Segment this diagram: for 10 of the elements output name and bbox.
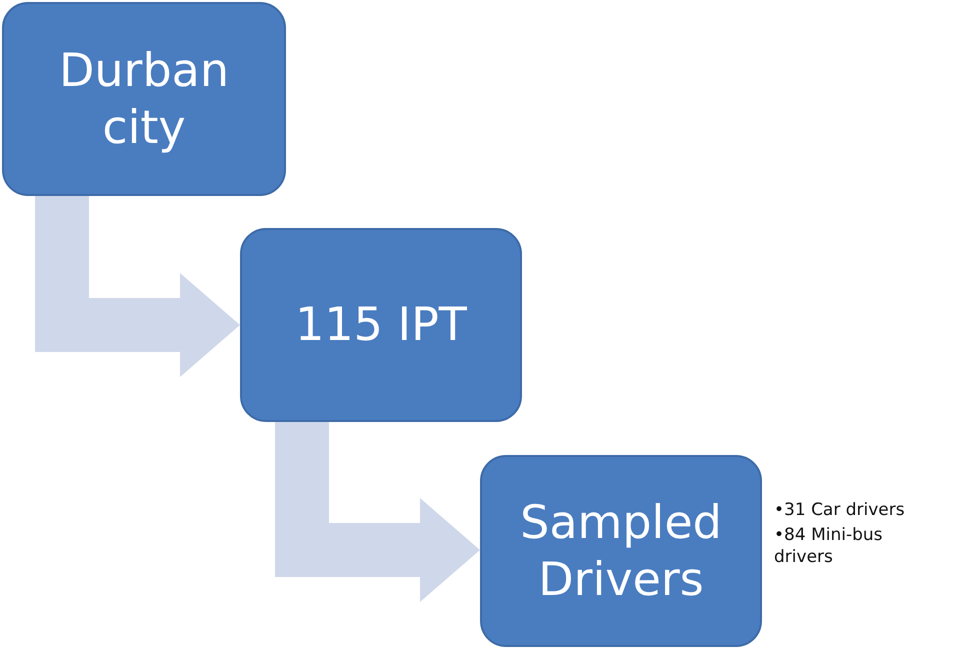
box-label: Durban city <box>58 42 230 156</box>
bullet-note: •31 Car drivers <box>774 500 906 522</box>
process-box <box>240 228 522 422</box>
box-label: 115 IPT <box>295 296 467 354</box>
process-box <box>2 2 286 196</box>
process-box <box>480 455 762 647</box>
bent-arrow <box>275 422 480 602</box>
box-label: Sampled Drivers <box>519 494 723 608</box>
bullet-note: •84 Mini-bus drivers <box>774 525 884 568</box>
bent-arrow <box>35 196 240 377</box>
